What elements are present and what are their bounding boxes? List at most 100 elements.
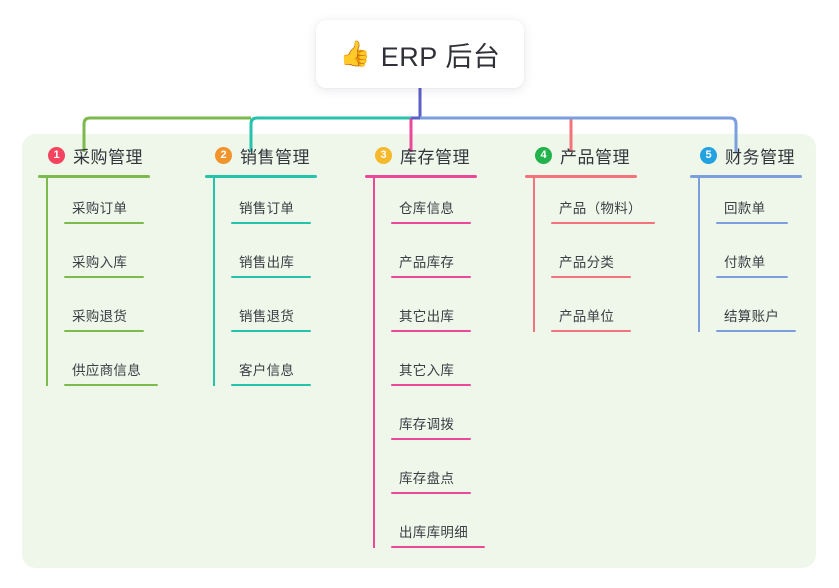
branch-child-item[interactable]: 出库库明细 (391, 502, 515, 556)
branch-underline (525, 175, 637, 178)
branch-child-underline (64, 222, 144, 224)
branch-child-underline (551, 222, 655, 224)
branch-child-underline (551, 276, 631, 278)
branch-underline (205, 175, 317, 178)
branch-child-item[interactable]: 产品（物料） (551, 178, 675, 232)
branch-child-label: 库存盘点 (399, 471, 455, 486)
root-node-label: ERP 后台 (380, 41, 501, 72)
branch-child-item[interactable]: 销售出库 (231, 232, 355, 286)
branch-spine (373, 178, 375, 548)
branch-child-label: 库存调拨 (399, 417, 455, 432)
branch-child-item[interactable]: 销售退货 (231, 286, 355, 340)
branch-child-item[interactable]: 其它出库 (391, 286, 515, 340)
branch-child-underline (64, 384, 158, 386)
branch-child-item[interactable]: 其它入库 (391, 340, 515, 394)
branch-child-item[interactable]: 结算账户 (716, 286, 820, 340)
branch-number-badge: 2 (215, 146, 232, 164)
branch-child-item[interactable]: 供应商信息 (64, 340, 188, 394)
branch-title: 销售管理 (240, 147, 310, 167)
branch-column: 4 产品管理产品（物料） 产品分类产品单位 (525, 142, 675, 340)
branch-column: 2 销售管理销售订单销售出库销售退货客户信息 (205, 142, 355, 394)
branch-child-underline (231, 384, 311, 386)
branch-child-item[interactable]: 回款单 (716, 178, 820, 232)
branch-child-item[interactable]: 库存调拨 (391, 394, 515, 448)
branch-child-label: 采购入库 (72, 255, 128, 270)
branch-spine (213, 178, 215, 386)
branch-child-underline (716, 276, 788, 278)
branch-header[interactable]: 2 销售管理 (205, 142, 355, 168)
branch-children: 产品（物料） 产品分类产品单位 (533, 178, 675, 340)
branch-column: 3 库存管理仓库信息产品库存其它出库其它入库库存调拨库存盘点出库库明细 (365, 142, 515, 556)
branch-child-item[interactable]: 销售订单 (231, 178, 355, 232)
branch-underline (690, 175, 802, 178)
branch-child-item[interactable]: 付款单 (716, 232, 820, 286)
branch-title: 采购管理 (73, 147, 143, 167)
branch-child-underline (64, 330, 144, 332)
branch-number-badge: 4 (535, 146, 552, 164)
branch-child-item[interactable]: 产品库存 (391, 232, 515, 286)
branch-header[interactable]: 1 采购管理 (38, 142, 188, 168)
branch-children: 回款单付款单结算账户 (698, 178, 820, 340)
branch-child-label: 其它出库 (399, 309, 455, 324)
branch-title: 产品管理 (560, 147, 630, 167)
branch-child-label: 客户信息 (239, 363, 295, 378)
branch-child-label: 销售出库 (239, 255, 295, 270)
branch-child-underline (64, 276, 144, 278)
branch-child-label: 付款单 (724, 255, 766, 270)
branch-spine (698, 178, 700, 332)
branch-child-underline (716, 330, 796, 332)
branch-number-badge: 5 (700, 146, 717, 164)
branch-child-item[interactable]: 采购退货 (64, 286, 188, 340)
branch-spine (46, 178, 48, 386)
branch-child-label: 回款单 (724, 201, 766, 216)
branch-child-item[interactable]: 库存盘点 (391, 448, 515, 502)
branch-child-underline (391, 492, 471, 494)
branch-child-label: 结算账户 (724, 309, 780, 324)
branch-child-label: 采购退货 (72, 309, 128, 324)
branch-child-item[interactable]: 采购订单 (64, 178, 188, 232)
branch-child-underline (231, 222, 311, 224)
branch-child-underline (231, 330, 311, 332)
branch-child-label: 产品（物料） (559, 201, 642, 216)
branch-title: 财务管理 (725, 147, 795, 167)
branch-child-label: 其它入库 (399, 363, 455, 378)
branch-child-underline (391, 546, 485, 548)
branch-child-underline (391, 222, 471, 224)
branch-column: 5 财务管理回款单付款单结算账户 (690, 142, 820, 340)
branch-child-underline (551, 330, 631, 332)
branch-child-underline (391, 384, 471, 386)
branch-header[interactable]: 3 库存管理 (365, 142, 515, 168)
branch-child-underline (716, 222, 788, 224)
branch-child-label: 出库库明细 (399, 525, 468, 540)
branch-child-item[interactable]: 产品单位 (551, 286, 675, 340)
branch-child-item[interactable]: 采购入库 (64, 232, 188, 286)
branch-header[interactable]: 4 产品管理 (525, 142, 675, 168)
root-node[interactable]: 👍 ERP 后台 (316, 20, 524, 88)
branch-child-label: 供应商信息 (72, 363, 141, 378)
branch-child-item[interactable]: 仓库信息 (391, 178, 515, 232)
branch-column: 1 采购管理采购订单采购入库采购退货供应商信息 (38, 142, 188, 394)
branch-child-label: 产品单位 (559, 309, 615, 324)
branch-children: 仓库信息产品库存其它出库其它入库库存调拨库存盘点出库库明细 (373, 178, 515, 556)
branch-child-label: 产品分类 (559, 255, 615, 270)
branch-child-underline (391, 330, 471, 332)
branch-child-label: 产品库存 (399, 255, 455, 270)
branch-child-item[interactable]: 产品分类 (551, 232, 675, 286)
branch-child-underline (231, 276, 311, 278)
branch-underline (38, 175, 150, 178)
branch-child-label: 采购订单 (72, 201, 128, 216)
thumbs-up-icon: 👍 (339, 39, 371, 68)
branch-children: 采购订单采购入库采购退货供应商信息 (46, 178, 188, 394)
branch-child-underline (391, 438, 471, 440)
branch-spine (533, 178, 535, 332)
branch-child-label: 销售退货 (239, 309, 295, 324)
branch-header[interactable]: 5 财务管理 (690, 142, 820, 168)
branch-underline (365, 175, 477, 178)
branch-number-badge: 1 (48, 146, 65, 164)
branch-number-badge: 3 (375, 146, 392, 164)
branch-child-underline (391, 276, 471, 278)
branch-title: 库存管理 (400, 147, 470, 167)
diagram-canvas-panel (22, 134, 816, 568)
branch-child-label: 销售订单 (239, 201, 295, 216)
branch-child-item[interactable]: 客户信息 (231, 340, 355, 394)
